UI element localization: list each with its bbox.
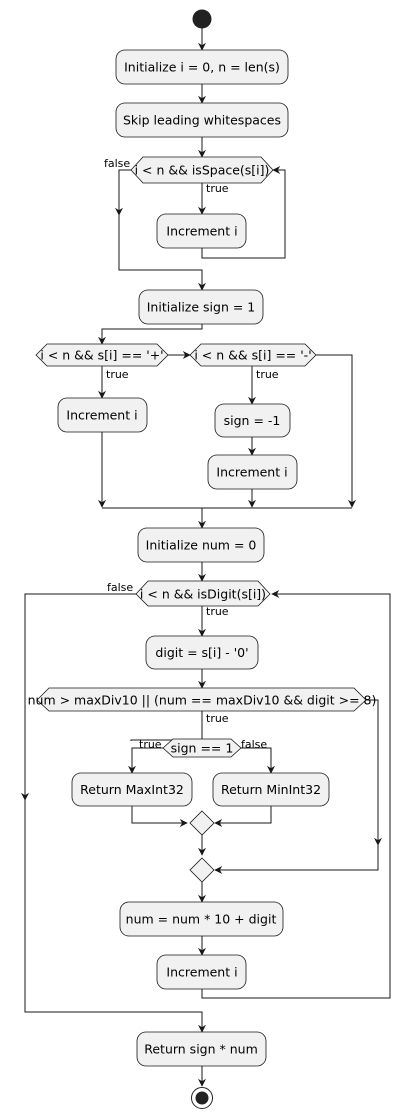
node-init-i: Initialize i = 0, n = len(s)	[115, 49, 289, 85]
edge-retmax-merge	[131, 806, 188, 827]
node-init-i-label: Initialize i = 0, n = len(s)	[124, 60, 280, 75]
branch-false-space: false	[104, 157, 130, 170]
node-init-sign-label: Initialize sign = 1	[147, 300, 256, 315]
node-ret-max-label: Return MaxInt32	[80, 782, 184, 797]
end-node	[191, 1087, 213, 1109]
branch-false-digit: false	[107, 581, 133, 594]
decision-digit: i < n && isDigit(s[i])	[135, 580, 271, 607]
node-inc-i-4-label: Increment i	[166, 965, 237, 980]
node-ret-min: Return MinInt32	[212, 772, 330, 807]
decision-plus-label: i < n && s[i] == '+'	[40, 348, 163, 363]
decision-overflow-label: num > maxDiv10 || (num == maxDiv10 && di…	[28, 693, 377, 708]
edge-inc1-loopback	[201, 166, 286, 259]
node-init-sign: Initialize sign = 1	[138, 289, 264, 325]
edge-digit-false	[21, 593, 136, 801]
edge-overflow-sign	[130, 711, 203, 741]
edge-retmin-merge	[214, 806, 272, 827]
edge-overflow-false	[365, 699, 382, 846]
node-inc-i-2-label: Increment i	[66, 408, 137, 423]
branch-false-sign: false	[241, 738, 267, 751]
node-inc-i-1-label: Increment i	[166, 224, 237, 239]
node-sign-neg: sign = -1	[214, 403, 291, 438]
node-inc-i-3: Increment i	[207, 454, 298, 490]
decision-minus-label: i < n && s[i] == '-'	[194, 348, 311, 363]
branch-true-overflow: true	[206, 712, 229, 725]
edge-cond-false	[115, 169, 131, 216]
node-num-update: num = num * 10 + digit	[119, 901, 284, 937]
node-skip-ws-label: Skip leading whitespaces	[123, 113, 281, 128]
edges	[21, 28, 391, 1087]
edge-sign-true	[128, 747, 172, 774]
node-ret-result: Return sign * num	[136, 1031, 267, 1067]
edge-digitloop-exit	[24, 800, 206, 1033]
branch-true-space: true	[206, 182, 229, 195]
start-node	[192, 9, 212, 29]
node-init-num: Initialize num = 0	[137, 527, 265, 563]
merge-diamond-2	[189, 857, 215, 883]
branch-true-sign: true	[139, 738, 162, 751]
node-digit-calc-label: digit = s[i] - '0'	[155, 645, 248, 660]
edge-sign-false	[239, 747, 275, 774]
edge-inc4-loopback	[201, 590, 391, 999]
merge-diamond-1	[189, 810, 215, 836]
node-inc-i-4: Increment i	[156, 954, 247, 990]
node-digit-calc: digit = s[i] - '0'	[145, 635, 259, 670]
node-init-num-label: Initialize num = 0	[146, 538, 257, 553]
edge-minus-false	[316, 354, 356, 508]
branch-true-plus: true	[106, 368, 129, 381]
edge-initsign-plus	[98, 324, 203, 345]
decision-minus: i < n && s[i] == '-'	[189, 343, 317, 367]
node-inc-i-1: Increment i	[156, 213, 247, 249]
edge-loop-exit	[118, 215, 206, 291]
node-ret-min-label: Return MinInt32	[221, 782, 321, 797]
node-skip-ws: Skip leading whitespaces	[115, 102, 289, 138]
node-inc-i-2: Increment i	[57, 397, 148, 433]
decision-plus: i < n && s[i] == '+'	[35, 343, 169, 367]
decision-sign: sign == 1	[162, 738, 242, 758]
node-sign-neg-label: sign = -1	[224, 413, 281, 428]
node-ret-result-label: Return sign * num	[144, 1042, 258, 1057]
branch-true-minus: true	[256, 368, 279, 381]
edge-overflow-false-merge	[214, 845, 379, 874]
decision-space: i < n && isSpace(s[i])	[130, 156, 274, 184]
decision-space-label: i < n && isSpace(s[i])	[135, 163, 270, 178]
decision-sign-label: sign == 1	[171, 741, 234, 756]
node-num-update-label: num = num * 10 + digit	[126, 912, 277, 927]
decision-digit-label: i < n && isDigit(s[i])	[140, 587, 266, 602]
node-inc-i-3-label: Increment i	[216, 465, 287, 480]
branch-true-digit: true	[206, 605, 229, 618]
node-ret-max: Return MaxInt32	[71, 772, 193, 807]
decision-overflow: num > maxDiv10 || (num == maxDiv10 && di…	[28, 687, 377, 712]
